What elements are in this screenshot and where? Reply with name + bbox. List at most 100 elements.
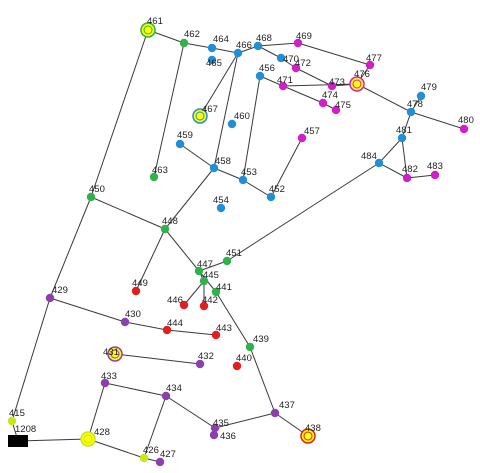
node-449[interactable] bbox=[131, 286, 141, 296]
edge-445-446 bbox=[183, 280, 205, 306]
node-429[interactable] bbox=[45, 293, 55, 303]
node-marker-462 bbox=[179, 38, 189, 48]
edge-458-459 bbox=[179, 143, 215, 169]
edge-450-448 bbox=[90, 196, 166, 230]
edge-462-463 bbox=[153, 42, 185, 178]
node-451[interactable] bbox=[222, 256, 232, 266]
node-478[interactable] bbox=[406, 107, 416, 117]
node-label-435: 435 bbox=[213, 418, 229, 429]
node-447[interactable] bbox=[194, 266, 204, 276]
node-415[interactable] bbox=[7, 416, 17, 426]
node-marker-457 bbox=[297, 133, 307, 143]
edge-431-432 bbox=[114, 353, 201, 365]
node-462[interactable] bbox=[179, 38, 189, 48]
node-label-465: 465 bbox=[206, 58, 222, 69]
node-473[interactable] bbox=[327, 81, 337, 91]
node-433[interactable] bbox=[100, 378, 110, 388]
node-483[interactable] bbox=[430, 170, 440, 180]
node-459[interactable] bbox=[175, 139, 185, 149]
node-448[interactable] bbox=[160, 224, 170, 234]
node-474[interactable] bbox=[318, 98, 328, 108]
node-461[interactable] bbox=[140, 22, 156, 38]
node-435[interactable] bbox=[210, 423, 220, 433]
node-452[interactable] bbox=[266, 192, 276, 202]
node-label-447: 447 bbox=[197, 259, 213, 270]
node-475[interactable] bbox=[331, 105, 341, 115]
node-453[interactable] bbox=[238, 175, 248, 185]
node-label-472: 472 bbox=[295, 58, 311, 69]
node-480[interactable] bbox=[459, 124, 469, 134]
node-482[interactable] bbox=[402, 173, 412, 183]
node-427[interactable] bbox=[155, 457, 165, 467]
node-marker-479 bbox=[416, 91, 426, 101]
node-457[interactable] bbox=[297, 133, 307, 143]
node-450[interactable] bbox=[86, 192, 96, 202]
node-layer bbox=[7, 22, 469, 467]
node-472[interactable] bbox=[291, 63, 301, 73]
node-465[interactable] bbox=[207, 55, 217, 65]
edge-448-447 bbox=[164, 228, 200, 272]
node-477[interactable] bbox=[365, 60, 375, 70]
node-484[interactable] bbox=[374, 158, 384, 168]
node-434[interactable] bbox=[161, 391, 171, 401]
node-468[interactable] bbox=[253, 41, 263, 51]
node-443[interactable] bbox=[211, 330, 221, 340]
node-marker-482 bbox=[402, 173, 412, 183]
node-label-431: 431 bbox=[103, 347, 119, 358]
edge-471-474 bbox=[282, 85, 324, 104]
node-442[interactable] bbox=[199, 301, 209, 311]
node-marker-451 bbox=[222, 256, 232, 266]
edge-430-444 bbox=[124, 321, 168, 331]
node-marker-472 bbox=[291, 63, 301, 73]
node-label-440: 440 bbox=[236, 353, 252, 364]
node-458[interactable] bbox=[209, 163, 219, 173]
node-label-469: 469 bbox=[296, 31, 312, 42]
node-440[interactable] bbox=[232, 361, 242, 371]
node-1208[interactable] bbox=[8, 435, 28, 447]
node-label-454: 454 bbox=[213, 195, 229, 206]
node-label-478: 478 bbox=[407, 99, 423, 110]
node-428[interactable] bbox=[80, 431, 96, 447]
node-437[interactable] bbox=[270, 408, 280, 418]
node-441[interactable] bbox=[211, 287, 221, 297]
node-label-474: 474 bbox=[322, 90, 338, 101]
node-464[interactable] bbox=[207, 43, 217, 53]
node-marker-442 bbox=[199, 301, 209, 311]
node-460[interactable] bbox=[227, 119, 237, 129]
node-438[interactable] bbox=[300, 428, 316, 444]
node-476[interactable] bbox=[349, 76, 365, 92]
node-481[interactable] bbox=[397, 133, 407, 143]
node-445[interactable] bbox=[199, 276, 209, 286]
node-label-429: 429 bbox=[52, 285, 68, 296]
node-463[interactable] bbox=[149, 172, 159, 182]
edge-453-456 bbox=[242, 75, 261, 181]
node-467[interactable] bbox=[192, 108, 208, 124]
node-marker-432 bbox=[195, 359, 205, 369]
node-456[interactable] bbox=[255, 71, 265, 81]
node-439[interactable] bbox=[245, 342, 255, 352]
node-466[interactable] bbox=[233, 48, 243, 58]
node-426[interactable] bbox=[139, 453, 149, 463]
node-469[interactable] bbox=[293, 38, 303, 48]
node-marker-443 bbox=[211, 330, 221, 340]
node-431[interactable] bbox=[107, 346, 123, 362]
node-444[interactable] bbox=[162, 325, 172, 335]
node-label-456: 456 bbox=[259, 63, 275, 74]
node-454[interactable] bbox=[216, 203, 226, 213]
node-label-463: 463 bbox=[152, 165, 168, 176]
edge-462-464 bbox=[183, 42, 213, 49]
node-470[interactable] bbox=[276, 53, 286, 63]
node-446[interactable] bbox=[179, 300, 189, 310]
node-430[interactable] bbox=[120, 317, 130, 327]
node-471[interactable] bbox=[278, 81, 288, 91]
node-432[interactable] bbox=[195, 359, 205, 369]
node-marker-427 bbox=[155, 457, 165, 467]
node-436[interactable] bbox=[209, 430, 219, 440]
node-marker-431 bbox=[110, 349, 120, 359]
node-marker-445 bbox=[199, 276, 209, 286]
node-marker-441 bbox=[211, 287, 221, 297]
node-479[interactable] bbox=[416, 91, 426, 101]
node-label-427: 427 bbox=[160, 449, 176, 460]
node-marker-459 bbox=[175, 139, 185, 149]
